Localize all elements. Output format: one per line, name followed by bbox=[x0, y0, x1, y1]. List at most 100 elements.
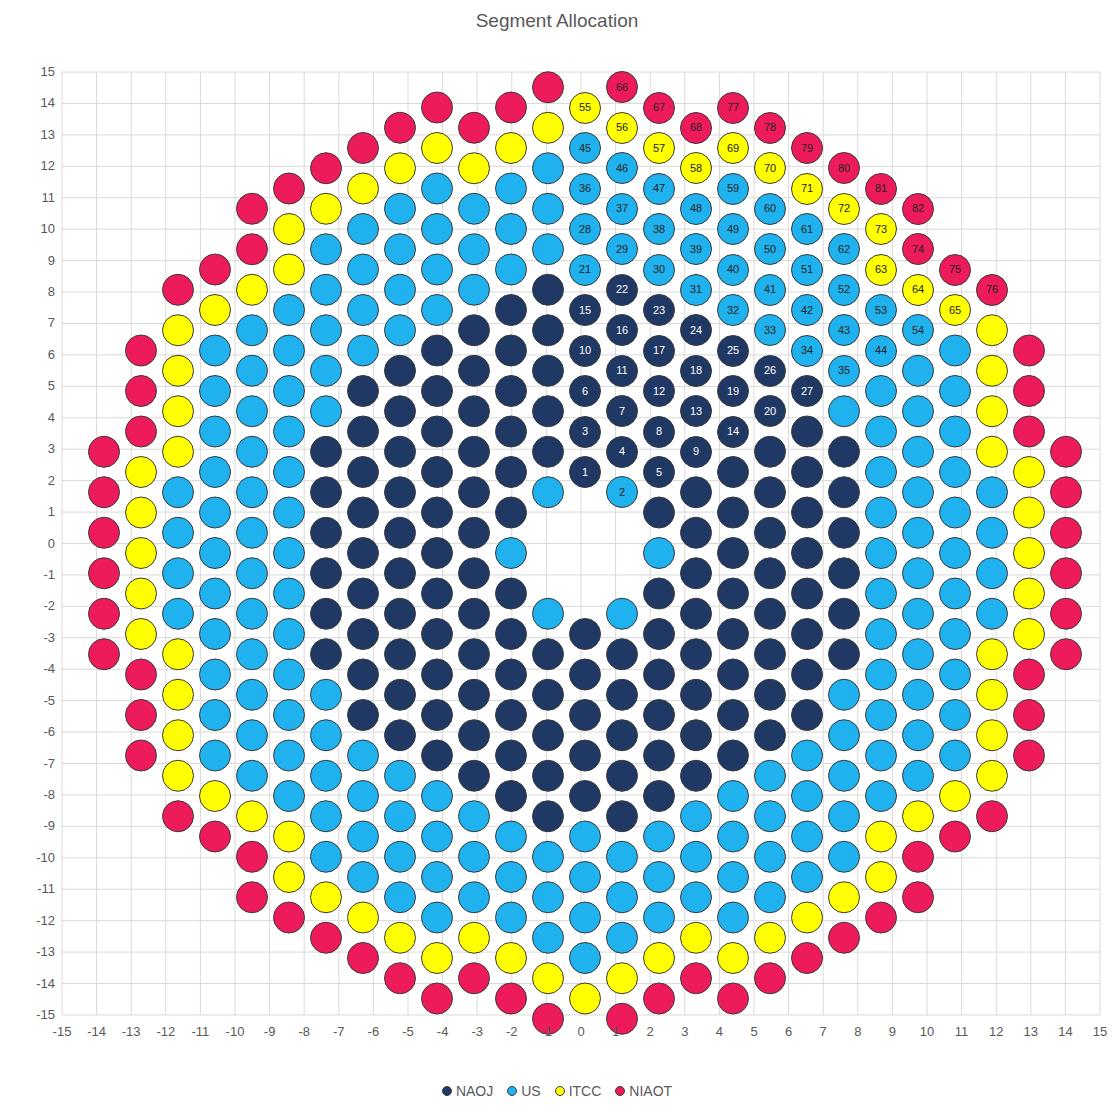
segment-circle bbox=[459, 598, 490, 629]
segment-circle bbox=[459, 315, 490, 346]
segment-circle bbox=[200, 295, 231, 326]
segment-circle: 74 bbox=[902, 233, 934, 265]
segment-number: 78 bbox=[764, 122, 776, 133]
segment-circle bbox=[1051, 436, 1082, 467]
segment-circle bbox=[348, 538, 379, 569]
segment-circle: 39 bbox=[680, 233, 712, 265]
segment-circle bbox=[681, 801, 712, 832]
y-tick-label: -10 bbox=[0, 850, 55, 866]
segment-circle: 13 bbox=[680, 395, 712, 427]
segment-circle bbox=[570, 619, 601, 650]
segment-circle bbox=[792, 700, 823, 731]
segment-circle bbox=[459, 720, 490, 751]
segment-circle bbox=[1014, 376, 1045, 407]
segment-circle bbox=[496, 700, 527, 731]
segment-number: 53 bbox=[875, 305, 887, 316]
segment-circle: 20 bbox=[754, 395, 786, 427]
legend-item: ITCC bbox=[555, 1083, 602, 1099]
segment-circle bbox=[829, 679, 860, 710]
segment-circle bbox=[348, 902, 379, 933]
segment-circle bbox=[348, 740, 379, 771]
segment-circle bbox=[274, 781, 305, 812]
segment-circle bbox=[903, 801, 934, 832]
x-tick-label: -15 bbox=[42, 1024, 82, 1040]
segment-circle bbox=[163, 558, 194, 589]
segment-circle bbox=[681, 639, 712, 670]
segment-circle bbox=[348, 943, 379, 974]
segment-number: 57 bbox=[653, 143, 665, 154]
segment-circle bbox=[422, 254, 453, 285]
segment-number: 16 bbox=[616, 325, 628, 336]
segment-circle bbox=[644, 943, 675, 974]
segment-circle bbox=[459, 801, 490, 832]
x-tick-label: -2 bbox=[492, 1024, 532, 1040]
segment-circle bbox=[533, 963, 564, 994]
segment-circle bbox=[570, 659, 601, 690]
y-tick-label: 13 bbox=[0, 127, 55, 143]
segment-number: 79 bbox=[801, 143, 813, 154]
segment-number: 9 bbox=[693, 446, 699, 457]
x-tick-label: 3 bbox=[665, 1024, 705, 1040]
segment-circle bbox=[459, 558, 490, 589]
segment-number: 51 bbox=[801, 264, 813, 275]
segment-circle bbox=[829, 598, 860, 629]
segment-circle bbox=[755, 963, 786, 994]
segment-circle bbox=[496, 335, 527, 366]
segment-circle bbox=[496, 295, 527, 326]
segment-circle bbox=[348, 578, 379, 609]
segment-circle bbox=[940, 538, 971, 569]
grid-line bbox=[823, 72, 824, 1015]
segment-circle bbox=[274, 740, 305, 771]
segment-circle bbox=[348, 214, 379, 245]
segment-circle bbox=[718, 700, 749, 731]
segment-circle bbox=[200, 578, 231, 609]
segment-circle bbox=[792, 619, 823, 650]
segment-circle bbox=[422, 862, 453, 893]
segment-circle bbox=[163, 639, 194, 670]
segment-circle bbox=[274, 902, 305, 933]
segment-circle bbox=[126, 740, 157, 771]
x-tick-label: -14 bbox=[77, 1024, 117, 1040]
segment-circle: 82 bbox=[902, 193, 934, 225]
segment-circle bbox=[237, 639, 268, 670]
segment-number: 50 bbox=[764, 244, 776, 255]
segment-circle bbox=[718, 659, 749, 690]
segment-number: 73 bbox=[875, 224, 887, 235]
segment-circle bbox=[755, 639, 786, 670]
segment-circle bbox=[607, 922, 638, 953]
segment-circle bbox=[422, 295, 453, 326]
segment-circle bbox=[385, 234, 416, 265]
segment-circle: 44 bbox=[865, 335, 897, 367]
segment-circle bbox=[385, 963, 416, 994]
x-tick-label: 11 bbox=[942, 1024, 982, 1040]
segment-number: 35 bbox=[838, 365, 850, 376]
segment-number: 75 bbox=[949, 264, 961, 275]
segment-circle bbox=[718, 821, 749, 852]
segment-circle: 26 bbox=[754, 355, 786, 387]
legend-swatch bbox=[442, 1086, 452, 1096]
y-tick-label: -4 bbox=[0, 661, 55, 677]
segment-circle bbox=[644, 700, 675, 731]
x-tick-label: -13 bbox=[111, 1024, 151, 1040]
segment-circle bbox=[829, 517, 860, 548]
segment-circle bbox=[422, 740, 453, 771]
segment-circle bbox=[496, 983, 527, 1014]
segment-circle bbox=[533, 72, 564, 103]
segment-circle: 53 bbox=[865, 294, 897, 326]
segment-circle bbox=[163, 720, 194, 751]
segment-circle bbox=[311, 882, 342, 913]
segment-circle bbox=[422, 781, 453, 812]
segment-circle bbox=[237, 598, 268, 629]
segment-circle bbox=[496, 376, 527, 407]
segment-circle: 55 bbox=[569, 92, 601, 124]
segment-circle bbox=[311, 922, 342, 953]
segment-circle bbox=[348, 335, 379, 366]
segment-circle bbox=[570, 983, 601, 1014]
segment-circle bbox=[459, 153, 490, 184]
segment-circle bbox=[681, 477, 712, 508]
segment-circle: 66 bbox=[606, 71, 638, 103]
segment-number: 58 bbox=[690, 163, 702, 174]
segment-circle bbox=[829, 720, 860, 751]
segment-circle bbox=[385, 841, 416, 872]
segment-circle bbox=[829, 436, 860, 467]
